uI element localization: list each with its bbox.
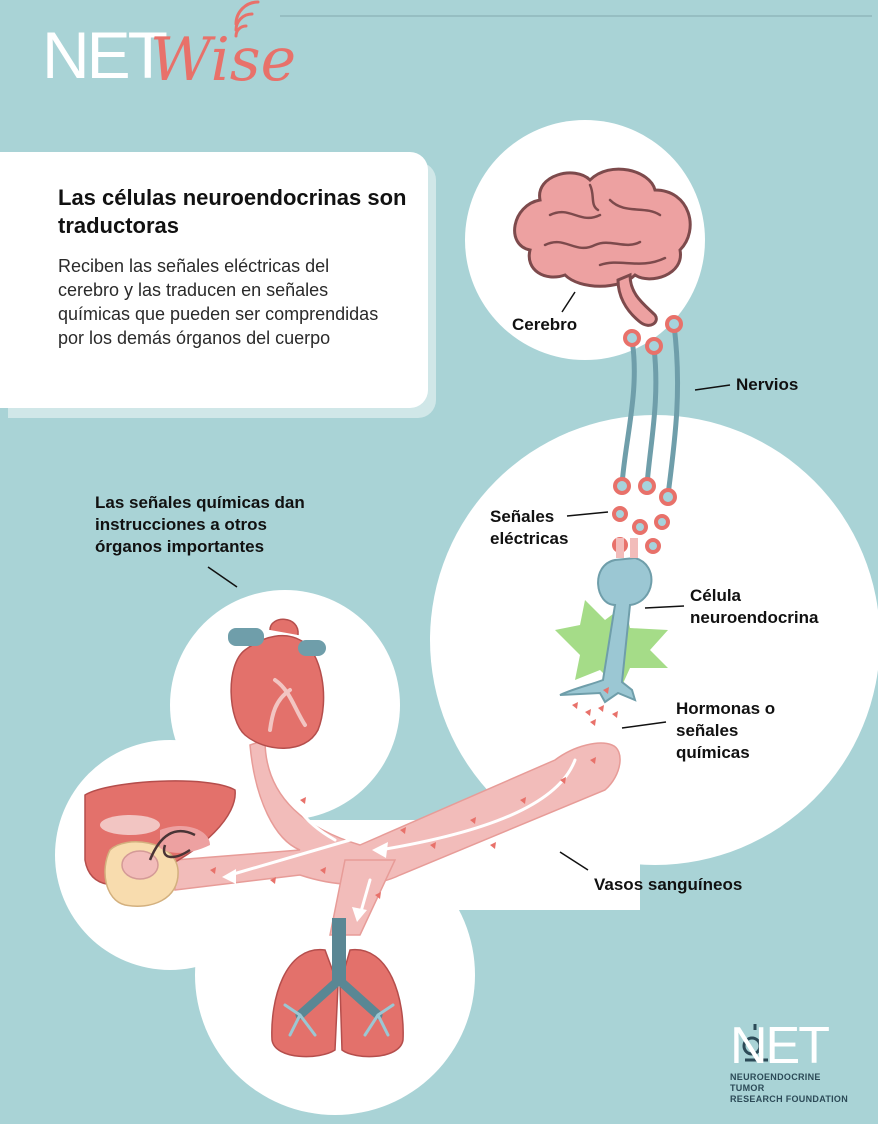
footer-org-line1: NEUROENDOCRINE TUMOR <box>730 1072 821 1093</box>
leader-lines <box>207 291 731 871</box>
blood-vessels <box>174 738 621 936</box>
footer-org-name: NEUROENDOCRINE TUMOR RESEARCH FOUNDATION <box>730 1072 855 1105</box>
netwise-logo-wise: Wise <box>150 25 297 95</box>
nerve-signals <box>612 315 683 554</box>
footer-logo-net: NET <box>730 1017 830 1075</box>
label-celula-neuroendocrina: Célula neuroendocrina <box>690 586 819 627</box>
label-cerebro: Cerebro <box>512 315 578 334</box>
label-senales-electricas: Señales eléctricas <box>490 507 569 548</box>
label-hormonas: Hormonas o señales químicas <box>676 699 776 762</box>
label-nervios: Nervios <box>736 375 799 394</box>
research-gear-icon <box>742 1024 768 1062</box>
label-vasos-sanguineos: Vasos sanguíneos <box>594 875 743 894</box>
pancreas-icon <box>104 825 210 907</box>
wifi-icon <box>234 0 260 38</box>
lungs-icon <box>271 918 404 1058</box>
heart-icon <box>228 618 326 749</box>
nets-foundation-logo: NET NEUROENDOCRINE TUMOR RESEARCH FOUNDA… <box>730 1020 855 1105</box>
netwise-logo-net: NET <box>42 18 168 92</box>
card-title: Las células neuroendocrinas son traducto… <box>58 185 407 238</box>
nerves <box>619 322 681 498</box>
intro-card <box>0 152 428 408</box>
neuroendocrine-cell-icon <box>559 538 653 726</box>
label-senales-quimicas: Las señales químicas dan instrucciones a… <box>95 493 305 556</box>
footer-org-line2: RESEARCH FOUNDATION <box>730 1094 849 1104</box>
card-body: Reciben las señales eléctricas del cereb… <box>58 256 379 348</box>
brain-icon <box>513 167 692 327</box>
